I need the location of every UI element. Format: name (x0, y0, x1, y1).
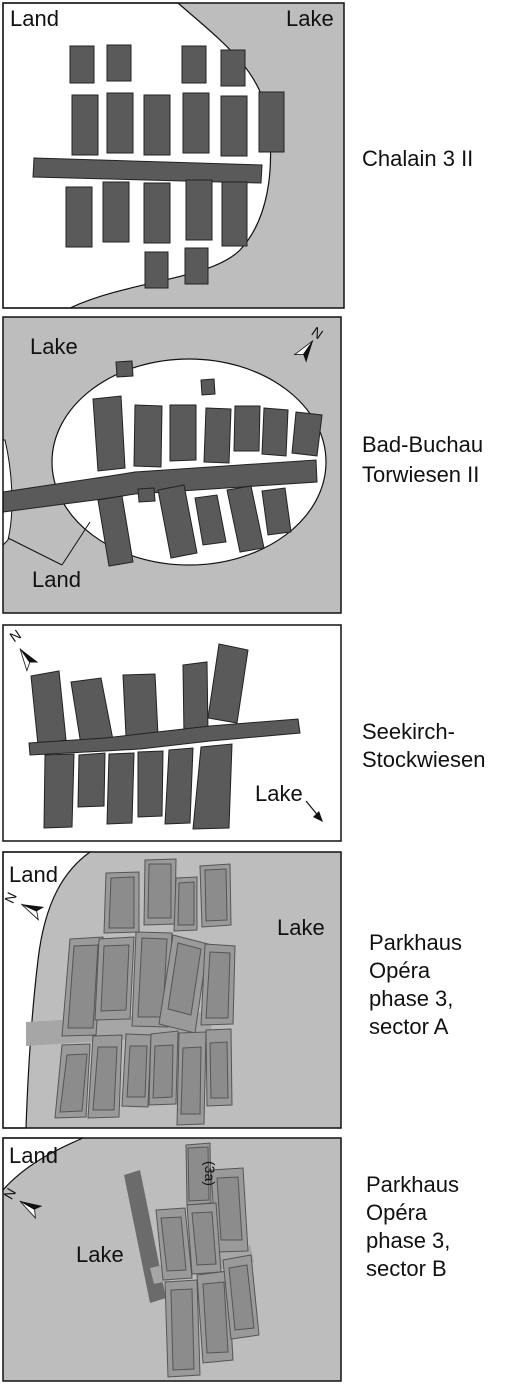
north-arrow-icon (21, 903, 45, 921)
caption-line: Chalain 3 II (362, 146, 473, 171)
map-label-lake: Lake (255, 781, 303, 806)
houses (28, 643, 301, 830)
caption-line: Seekirch- (362, 719, 455, 744)
caption-line: Opéra (366, 1200, 428, 1225)
panel-parkhaus-b: (3a) N Land Lake Parkhaus Opéra phase 3,… (0, 1137, 459, 1382)
caption-line: Torwiesen II (362, 462, 479, 487)
caption-line: sector A (369, 1014, 449, 1039)
caption-line: Opéra (369, 958, 431, 983)
map-label-land: Land (9, 1143, 58, 1168)
caption-line: Stockwiesen (362, 747, 486, 772)
map-label-lake: Lake (30, 334, 78, 359)
caption-line: phase 3, (366, 1228, 450, 1253)
houses (32, 44, 285, 289)
panel-bad-buchau: N Lake Land Bad-Buchau Torwiesen II (2, 316, 483, 614)
land-area (2, 851, 92, 1129)
map-label-land: Land (32, 567, 81, 592)
houses (2, 360, 323, 567)
map-label-lake: Lake (277, 915, 325, 940)
land-area (2, 1137, 84, 1192)
north-arrow-icon (19, 648, 39, 672)
houses (54, 858, 236, 1126)
map-label-lake: Lake (76, 1242, 124, 1267)
panel-parkhaus-a: N Land Lake Parkhaus Opéra phase 3, sect… (1, 851, 462, 1129)
caption-line: Parkhaus (366, 1172, 459, 1197)
arrow-head-icon (313, 811, 323, 822)
houses (155, 1142, 260, 1378)
north-arrow-icon (19, 1200, 43, 1220)
panel-seekirch: N Lake Seekirch- Stockwiesen (2, 624, 486, 842)
caption-line: Parkhaus (369, 930, 462, 955)
caption-line: sector B (366, 1256, 447, 1281)
map-label-land: Land (9, 862, 58, 887)
caption-line: phase 3, (369, 986, 453, 1011)
map-label-lake: Lake (286, 6, 334, 31)
panel-chalain: Land Lake Chalain 3 II (2, 2, 473, 309)
caption-line: Bad-Buchau (362, 432, 483, 457)
map-label-land: Land (10, 6, 59, 31)
north-arrow-icon (293, 340, 314, 363)
house-label-3a: (3a) (202, 1161, 218, 1186)
